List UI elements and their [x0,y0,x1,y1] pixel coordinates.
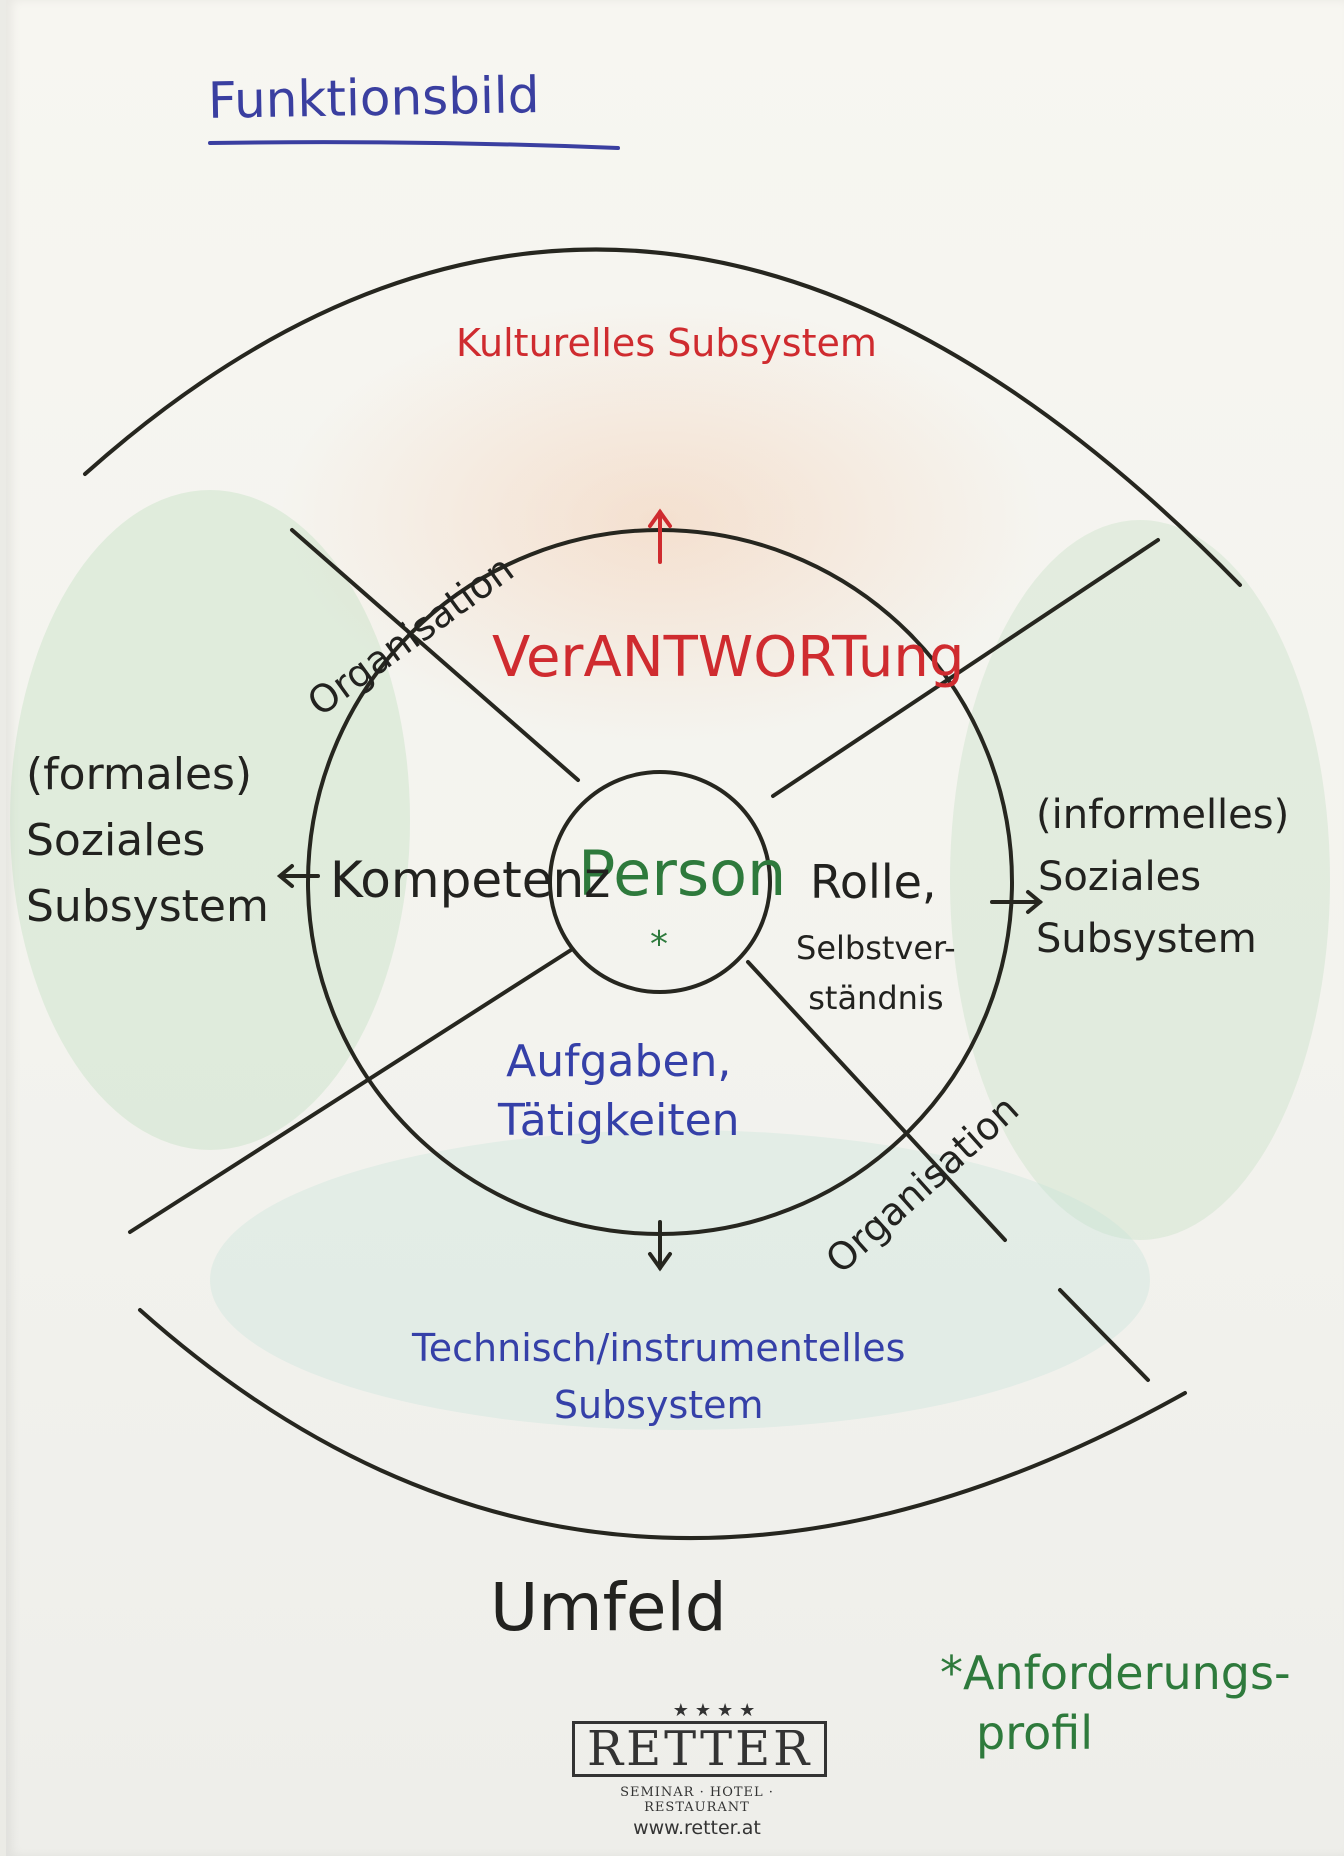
retter-logo: ★★★★ RETTER SEMINAR · HOTEL · RESTAURANT… [572,1700,828,1840]
diagonal-top-right [771,538,1160,798]
arrow-up-head [648,508,672,528]
arrow-right-head [1026,890,1044,914]
page-title: Funktionsbild [207,66,540,130]
informell-line-2: Soziales [1038,854,1202,900]
label-person: Person [578,837,787,910]
label-kompetenz: Kompetenz [330,851,611,909]
label-aufgaben: Aufgaben, Tätigkeiten [498,1032,740,1151]
label-formales-soziales-subsystem: (formales) Soziales Subsystem [26,742,269,940]
formal-line-3: Subsystem [26,881,269,932]
diagonal-top-left [290,528,580,782]
outer-arc-bottom [138,1308,1187,1540]
aufgaben-line-2: Tätigkeiten [498,1095,740,1147]
informell-line-1: (informelles) [1036,792,1290,838]
label-verantwortung: VerANTWORTung [492,625,965,690]
title-underline [208,140,620,150]
green-wash-left [10,490,410,1150]
logo-stars: ★★★★ [672,1700,762,1721]
anforderung-line-2: profil [976,1705,1093,1760]
logo-brand: RETTER [572,1721,828,1778]
selbstverstaendnis-line-1: Selbstver- [796,929,956,967]
technisch-line-1: Technisch/instrumentelles [412,1326,906,1370]
logo-subtitle: SEMINAR · HOTEL · RESTAURANT [620,1785,774,1816]
blue-green-wash-bottom [210,1130,1150,1430]
label-rolle: Rolle, [810,855,937,909]
green-wash-right [950,520,1330,1240]
technisch-line-2: Subsystem [553,1383,764,1427]
selbstverstaendnis-line-2: ständnis [808,978,944,1017]
diagonal-bottom-right [746,960,1007,1242]
diagonal-bottom-right-end [1058,1288,1150,1382]
label-umfeld: Umfeld [490,1569,727,1646]
arrow-left-head [276,864,294,888]
asterisk-mark: * [650,924,668,965]
label-informelles-soziales-subsystem: (informelles) Soziales Subsystem [1036,784,1289,970]
anforderung-line-1: *Anforderungs- [940,1646,1291,1700]
inner-circle [548,770,772,994]
informell-line-3: Subsystem [1036,916,1257,962]
formal-line-1: (formales) [26,749,253,800]
aufgaben-line-1: Aufgaben, [506,1036,732,1087]
logo-url: www.retter.at [633,1817,761,1840]
diagonal-bottom-left [128,948,573,1234]
label-anforderungsprofil: *Anforderungs- profil [940,1644,1291,1764]
label-technisch-subsystem: Technisch/instrumentelles Subsystem [412,1320,905,1434]
formal-line-2: Soziales [26,815,206,866]
outer-arc-top [83,247,1242,587]
arrow-down-head [648,1252,672,1272]
label-kulturelles-subsystem: Kulturelles Subsystem [456,321,877,365]
label-selbstverstaendnis: Selbstver- ständnis [796,924,956,1023]
